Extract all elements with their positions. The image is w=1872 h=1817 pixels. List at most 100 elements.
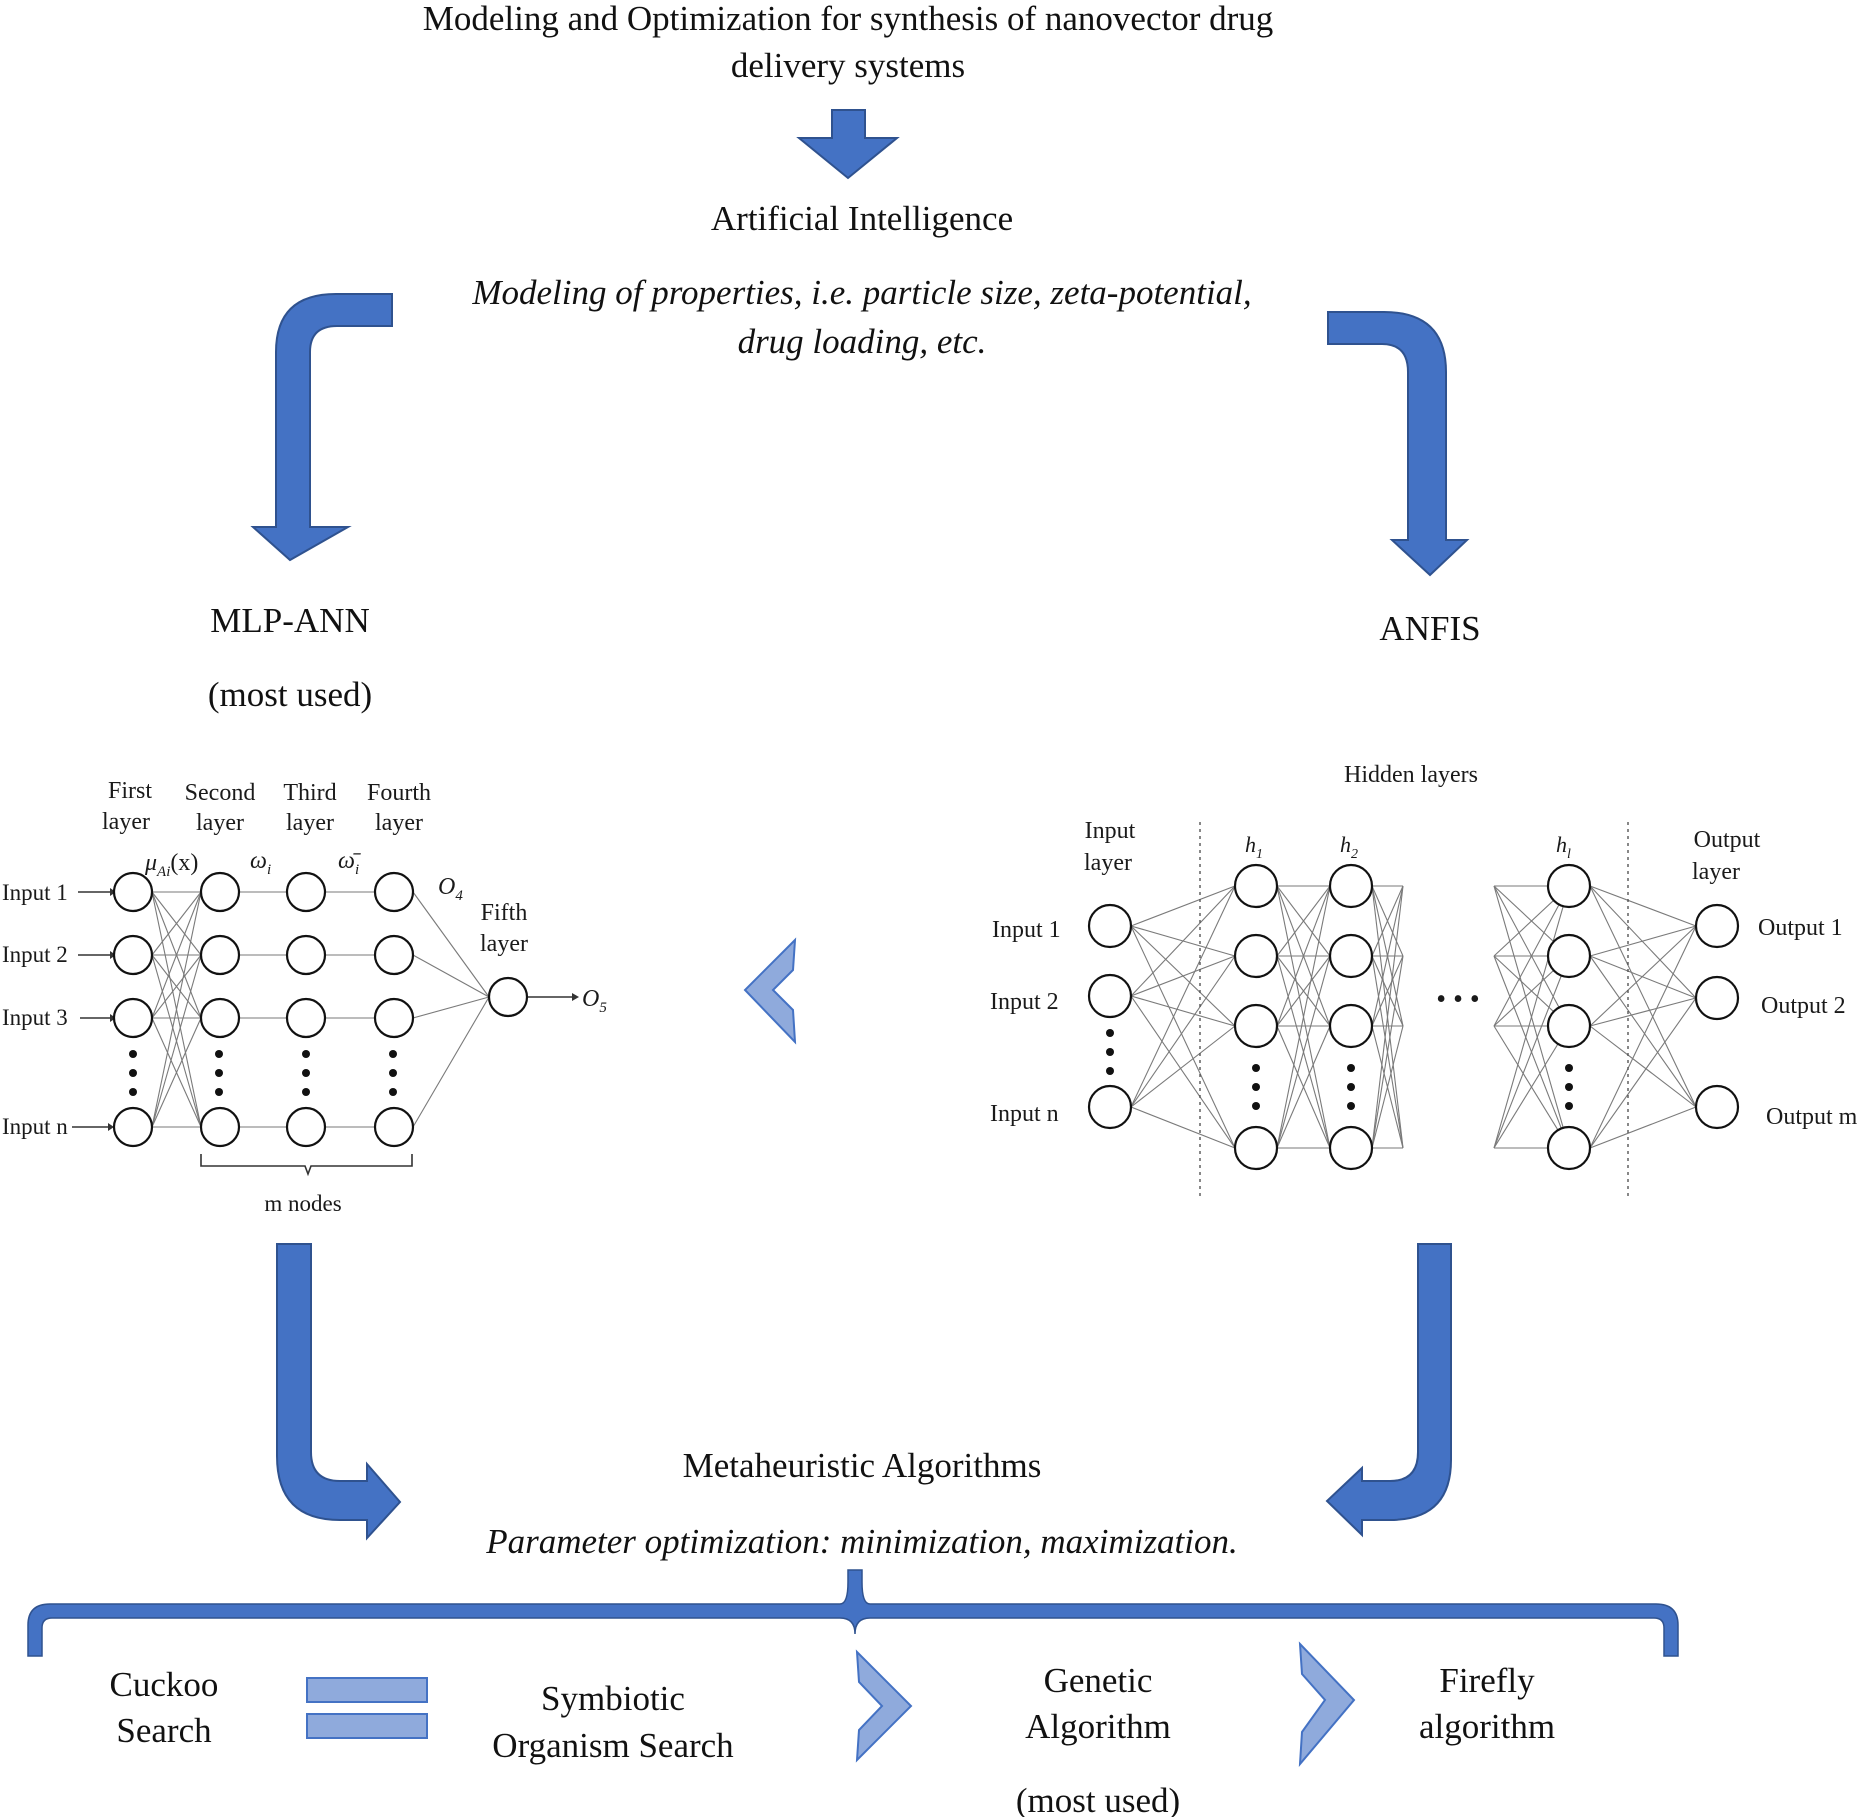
left-output-arrowhead: [572, 993, 579, 1001]
right-network-edges: [1130, 885, 1697, 1149]
left-node: [285, 871, 327, 913]
right-hidden-node: [1546, 1003, 1592, 1049]
left-input-3-label: Input 3: [2, 1005, 68, 1030]
ai-subtitle-line-1: Modeling of properties, i.e. particle si…: [471, 273, 1251, 312]
algorithm-3-note: (most used): [1016, 1781, 1180, 1817]
left-node: [373, 1106, 415, 1148]
mlp-ann-note: (most used): [208, 675, 372, 714]
right-edge-h2-gap: [1371, 885, 1404, 957]
m-nodes-label: m nodes: [264, 1191, 341, 1216]
left-node: [373, 997, 415, 1039]
right-hidden-node: [1233, 933, 1279, 979]
right-edge-gap-hl: [1493, 885, 1570, 1149]
equals-sign-top-icon: [306, 1677, 428, 1703]
left-edge-4-5: [412, 954, 490, 998]
right-edge-hl-out: [1589, 1106, 1697, 1149]
right-edge-h1-h2: [1276, 885, 1331, 957]
left-dots-col-1: [129, 1050, 137, 1096]
right-edge-h2-gap: [1371, 955, 1404, 1149]
anfis-title: ANFIS: [1379, 609, 1480, 648]
right-edge-in-h1: [1130, 1106, 1236, 1149]
right-dots-input: [1106, 1029, 1114, 1075]
right-edge-in-h1: [1130, 885, 1236, 997]
left-node: [285, 1106, 327, 1148]
second-layer-label: Second: [185, 780, 256, 806]
left-node: [112, 934, 154, 976]
left-edge-1-2: [151, 1017, 202, 1128]
ai-heading: Artificial Intelligence: [711, 199, 1013, 238]
right-edge-in-h1: [1130, 955, 1236, 997]
left-node: [373, 871, 415, 913]
equals-sign-bottom-icon: [306, 1713, 428, 1739]
algorithm-4-line-2: algorithm: [1419, 1707, 1555, 1746]
input-layer-label-2: layer: [1084, 850, 1132, 876]
m-nodes-brace: [200, 1154, 413, 1177]
left-input-2-label: Input 2: [2, 942, 68, 967]
right-hidden-node: [1328, 1003, 1374, 1049]
right-branch-arrow-icon: [1327, 311, 1470, 577]
left-input-n-arrowhead: [108, 1123, 114, 1131]
h1-label: h1: [1245, 832, 1263, 862]
right-edge-hl-out: [1589, 925, 1697, 1027]
right-hidden-node: [1233, 1125, 1279, 1171]
right-edge-in-h1: [1130, 885, 1236, 1108]
right-edge-hl-out: [1589, 1025, 1697, 1108]
fourth-layer-label-2: layer: [375, 810, 423, 836]
right-edge-in-h1: [1130, 885, 1236, 927]
o4-annotation: O4: [438, 874, 463, 904]
hidden-layers-label: Hidden layers: [1344, 762, 1478, 788]
left-edge-4-5: [412, 996, 490, 1128]
algorithm-3-line-1: Genetic: [1044, 1661, 1153, 1700]
right-input-2-label: Input 2: [990, 989, 1059, 1015]
algorithm-2-line-2: Organism Search: [492, 1726, 734, 1765]
title-line-2: delivery systems: [731, 46, 965, 85]
second-layer-label-2: layer: [196, 810, 244, 836]
right-edge-gap-hl: [1493, 1025, 1570, 1149]
first-layer-label-2: layer: [102, 809, 150, 835]
output-layer-label-2: layer: [1692, 859, 1740, 885]
h2-label: h2: [1340, 832, 1358, 862]
right-edge-in-h1: [1130, 1025, 1236, 1108]
left-node: [199, 997, 241, 1039]
right-edge-hl-out: [1589, 997, 1697, 1149]
optimization-heading: Metaheuristic Algorithms: [683, 1446, 1042, 1485]
third-layer-label: Third: [283, 780, 336, 806]
right-edge-hl-out: [1589, 885, 1697, 927]
right-hidden-node: [1233, 1003, 1279, 1049]
right-output-node: [1694, 975, 1740, 1021]
left-node: [199, 1106, 241, 1148]
output-m-label: Output m: [1766, 1104, 1858, 1130]
mlp-ann-title: MLP-ANN: [210, 601, 369, 640]
left-node: [112, 997, 154, 1039]
left-converge-arrow-icon: [276, 1243, 402, 1541]
right-network-nodes: [1087, 863, 1740, 1171]
mlp-network-diagram: Hidden layers Input layer Output layer h…: [990, 762, 1858, 1196]
right-edge-hl-out: [1589, 925, 1697, 957]
right-edge-in-h1: [1130, 955, 1236, 1108]
right-input-node: [1087, 973, 1133, 1019]
left-dots-col-3: [302, 1050, 310, 1096]
algorithms-brace: [27, 1569, 1679, 1657]
right-hidden-node: [1328, 933, 1374, 979]
left-node: [199, 871, 241, 913]
omega-bar-annotation: ω̄i: [338, 848, 361, 878]
chevron-2-icon: [1298, 1641, 1356, 1767]
right-output-node: [1694, 903, 1740, 949]
right-edge-h2-gap: [1371, 955, 1404, 1027]
right-edge-h1-h2: [1276, 1025, 1331, 1149]
right-hidden-node: [1233, 863, 1279, 909]
left-network-nodes: [112, 871, 529, 1148]
algorithm-3-line-2: Algorithm: [1025, 1707, 1171, 1746]
hl-label: hl: [1556, 832, 1571, 862]
right-edge-h2-gap: [1371, 885, 1404, 1027]
left-input-1-label: Input 1: [2, 880, 68, 905]
algorithm-4-line-1: Firefly: [1439, 1661, 1535, 1700]
o5-annotation: O5: [582, 986, 607, 1016]
right-input-n-label: Input n: [990, 1101, 1059, 1127]
right-edge-h2-gap: [1371, 1025, 1404, 1149]
right-input-node: [1087, 1084, 1133, 1130]
right-dots-h2: [1347, 1064, 1355, 1110]
fifth-layer-label: Fifth: [481, 900, 528, 926]
right-edge-hl-out: [1589, 925, 1697, 1149]
